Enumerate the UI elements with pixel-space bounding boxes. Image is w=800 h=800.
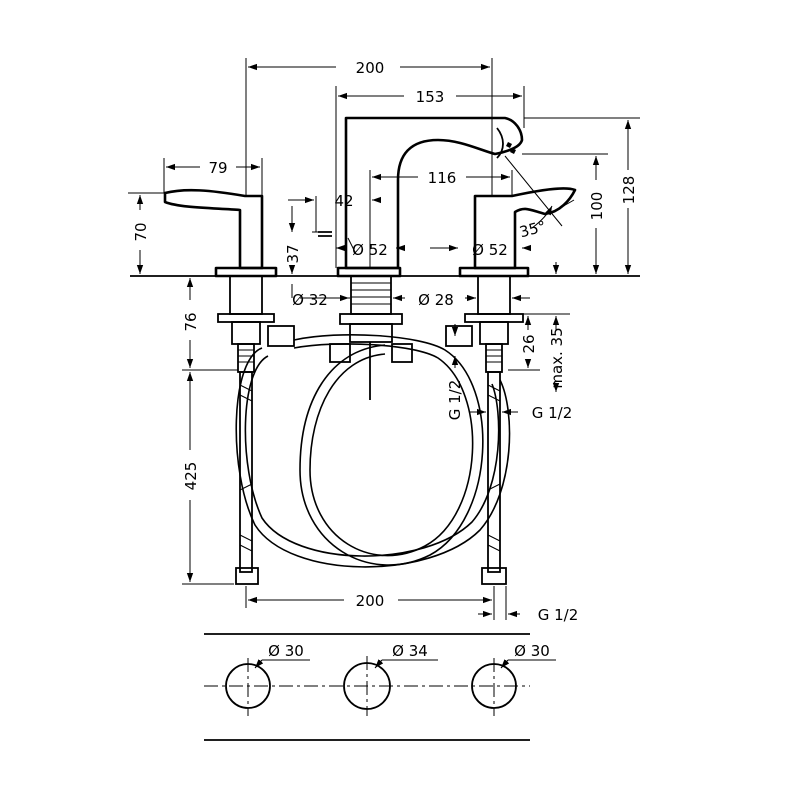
dim-116: 116 bbox=[428, 169, 457, 187]
hose-loops bbox=[235, 334, 511, 568]
right-valve-body bbox=[445, 275, 524, 373]
dim-hole-middle: Ø 34 bbox=[392, 642, 428, 660]
dim-26: 26 bbox=[520, 334, 538, 353]
mounting-hole-plan: Ø 30 Ø 34 Ø 30 bbox=[204, 633, 556, 741]
dim-diam52-left: Ø 52 bbox=[352, 241, 388, 259]
dim-79: 79 bbox=[208, 159, 227, 177]
hole-left bbox=[225, 658, 271, 716]
dim-g12-side: G 1/2 bbox=[532, 404, 573, 422]
hole-right bbox=[471, 658, 517, 716]
dim-g12-valve: G 1/2 bbox=[446, 380, 464, 421]
right-handle bbox=[458, 187, 577, 278]
dim-200-top: 200 bbox=[356, 59, 385, 77]
spout bbox=[336, 116, 524, 278]
dim-425: 425 bbox=[182, 462, 200, 491]
dim-max35: max. 35 bbox=[548, 327, 566, 388]
dim-37: 37 bbox=[284, 244, 302, 263]
dim-g12-bottom: G 1/2 bbox=[538, 606, 579, 624]
dim-200-bottom: 200 bbox=[356, 592, 385, 610]
right-supply-hose bbox=[481, 371, 507, 585]
dim-70: 70 bbox=[132, 222, 150, 241]
left-handle bbox=[163, 188, 278, 278]
dim-hole-left: Ø 30 bbox=[268, 642, 304, 660]
hole-middle bbox=[343, 656, 391, 716]
dim-hole-right: Ø 30 bbox=[514, 642, 550, 660]
dim-diam52-right: Ø 52 bbox=[472, 241, 508, 259]
dim-35-degrees: 35° bbox=[518, 217, 548, 241]
dim-42: 42 bbox=[334, 192, 353, 210]
dim-128: 128 bbox=[620, 176, 638, 205]
center-spout-shank bbox=[329, 275, 413, 400]
dim-76: 76 bbox=[182, 312, 200, 331]
dim-100: 100 bbox=[588, 192, 606, 221]
dimensions: 200 153 79 116 42 70 37 bbox=[128, 58, 640, 624]
dim-153: 153 bbox=[416, 88, 445, 106]
left-valve-body bbox=[217, 275, 295, 373]
dim-diam28: Ø 28 bbox=[418, 291, 454, 309]
dim-diam32: Ø 32 bbox=[292, 291, 328, 309]
